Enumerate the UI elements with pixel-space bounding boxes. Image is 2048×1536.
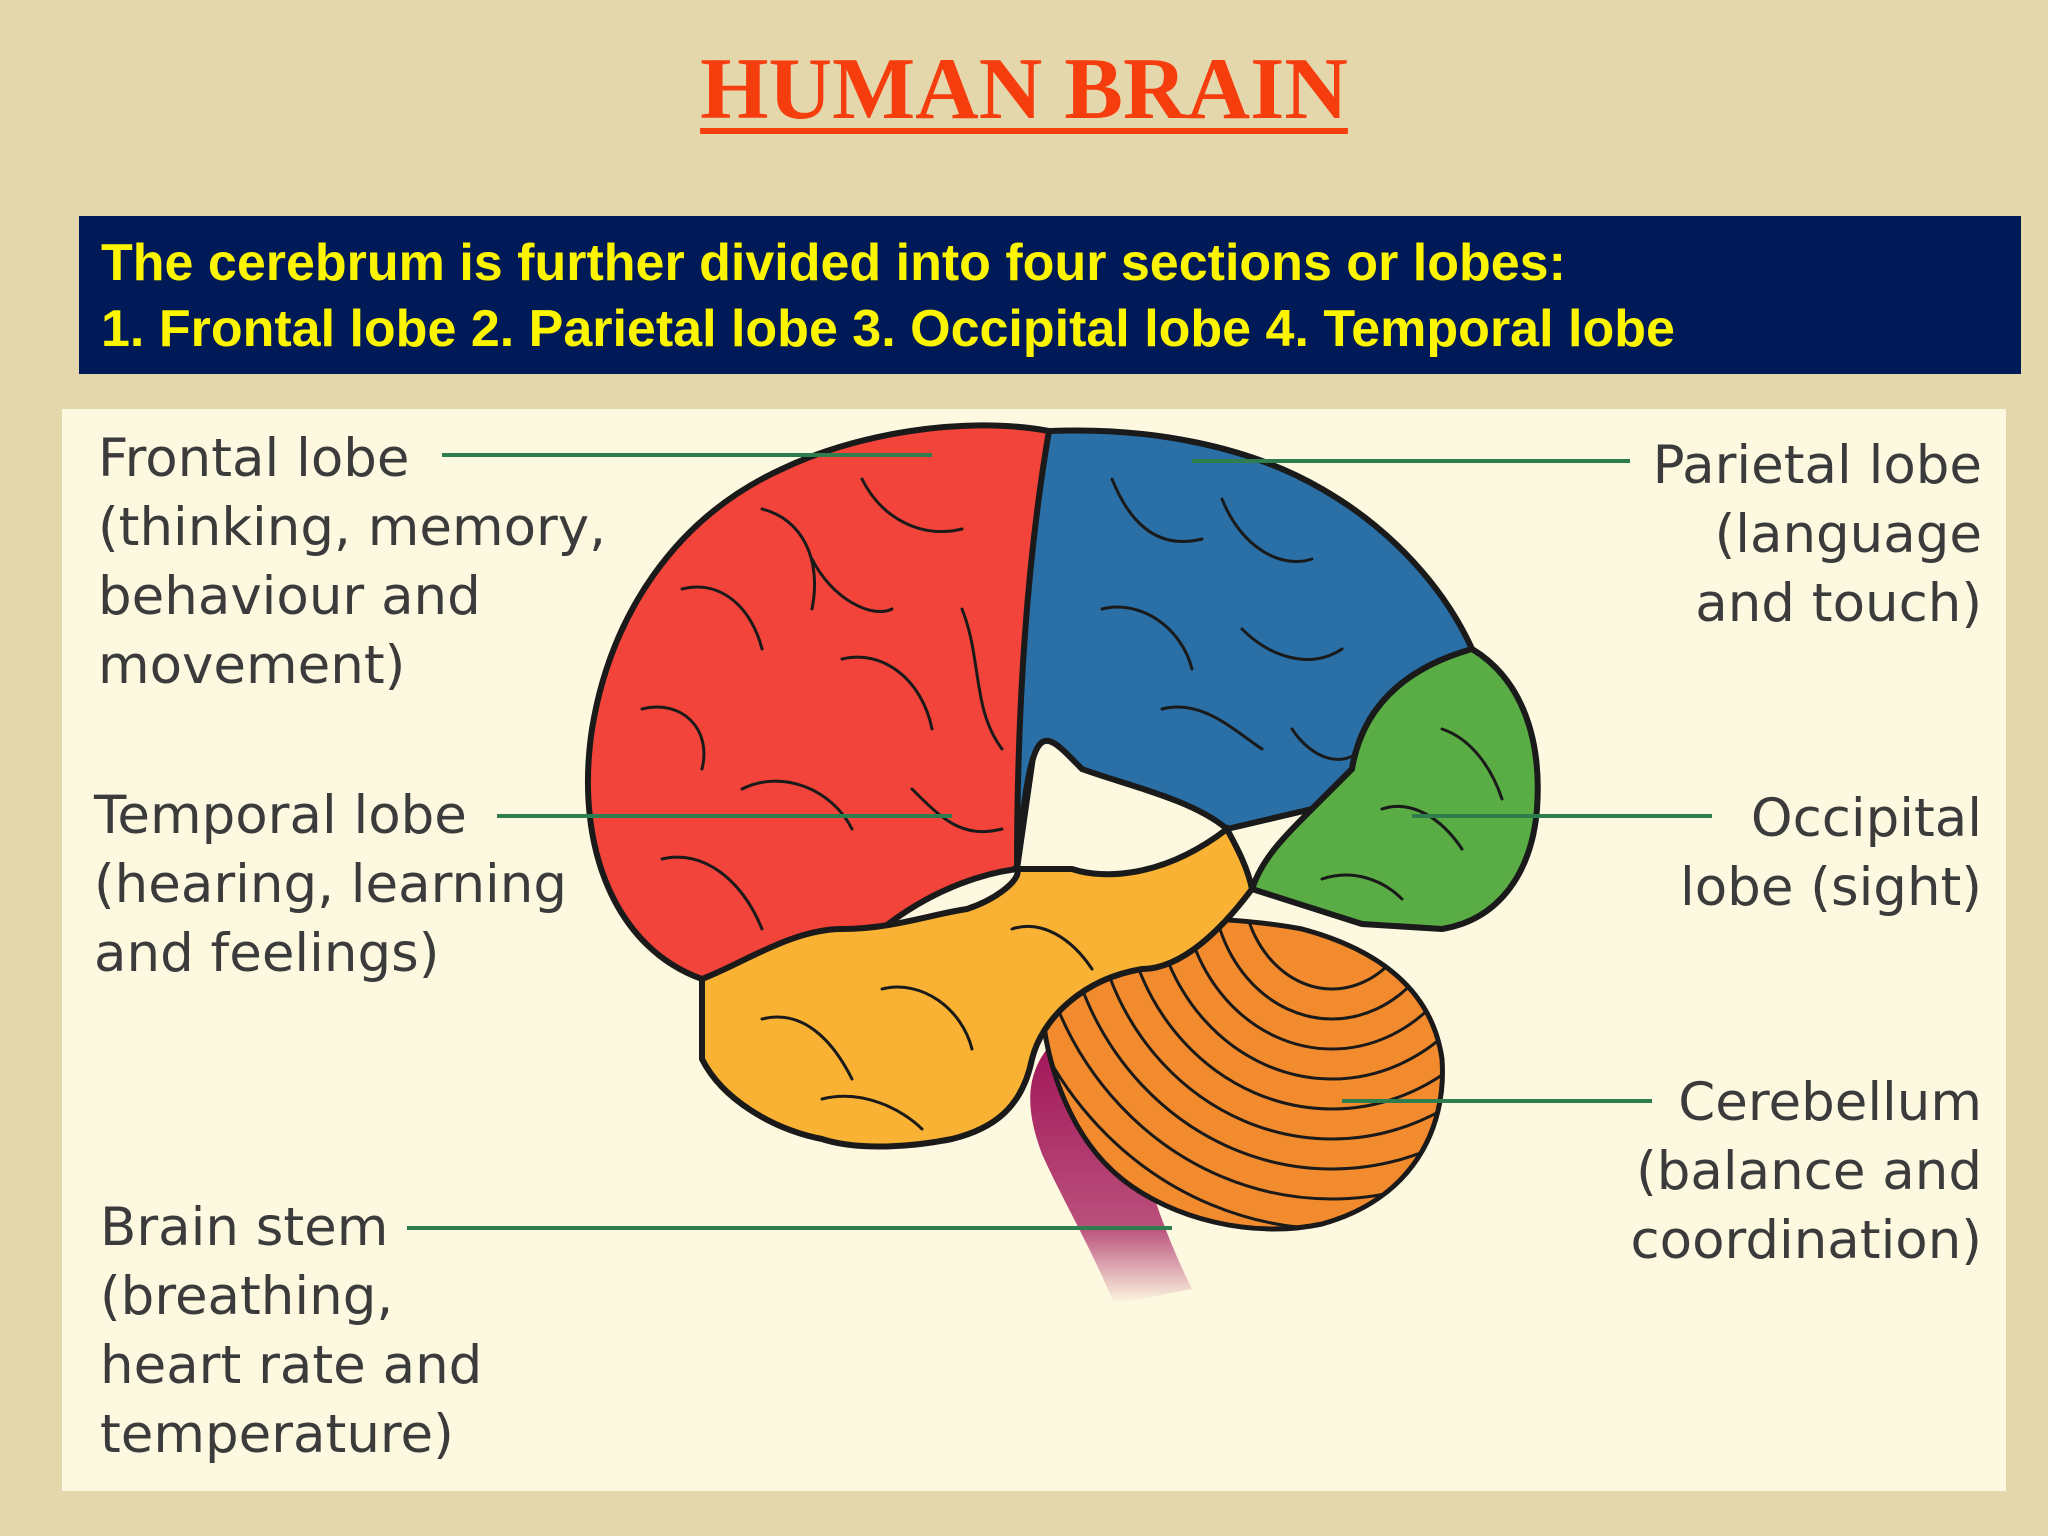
temporal-lobe-shape xyxy=(699,824,1256,1150)
info-line-1: The cerebrum is further divided into fou… xyxy=(101,234,1566,292)
label-cerebellum-desc: (balance and coordination) xyxy=(1630,1141,1983,1271)
brain-illustration xyxy=(407,422,1712,1304)
label-brain-stem: Brain stem (breathing, heart rate and te… xyxy=(100,1193,482,1469)
label-cerebellum: Cerebellum (balance and coordination) xyxy=(1631,1068,1983,1275)
label-parietal-lobe: Parietal lobe (language and touch) xyxy=(1653,431,1982,638)
label-parietal-lobe-title: Parietal lobe xyxy=(1652,435,1982,496)
info-box: The cerebrum is further divided into fou… xyxy=(79,216,2021,374)
leader-lines xyxy=(407,453,1712,1230)
label-parietal-lobe-desc: (language and touch) xyxy=(1695,504,1982,634)
label-occipital-lobe-title: Occipital xyxy=(1750,788,1982,849)
frontal-lobe-shape xyxy=(584,422,1053,1003)
label-frontal-lobe-title: Frontal lobe xyxy=(98,428,410,489)
label-occipital-lobe: Occipital lobe (sight) xyxy=(1680,784,1982,922)
label-cerebellum-title: Cerebellum xyxy=(1678,1072,1982,1133)
label-frontal-lobe: Frontal lobe (thinking, memory, behaviou… xyxy=(98,424,606,700)
label-occipital-lobe-desc: lobe (sight) xyxy=(1680,857,1982,918)
label-temporal-lobe: Temporal lobe (hearing, learning and fee… xyxy=(94,781,567,988)
parietal-lobe-shape xyxy=(1014,427,1477,870)
slide-title: HUMAN BRAIN xyxy=(0,38,2048,142)
label-brain-stem-desc: (breathing, heart rate and temperature) xyxy=(100,1266,483,1465)
label-frontal-lobe-desc: (thinking, memory, behaviour and movemen… xyxy=(98,497,607,696)
label-temporal-lobe-desc: (hearing, learning and feelings) xyxy=(94,854,568,984)
label-temporal-lobe-title: Temporal lobe xyxy=(94,785,467,846)
info-line-2: 1. Frontal lobe 2. Parietal lobe 3. Occi… xyxy=(101,300,1675,358)
slide-title-text: HUMAN BRAIN xyxy=(700,41,1348,138)
brain-diagram-panel: Frontal lobe (thinking, memory, behaviou… xyxy=(62,409,2006,1491)
label-brain-stem-title: Brain stem xyxy=(100,1197,389,1258)
cerebellum-shape xyxy=(1039,915,1445,1232)
